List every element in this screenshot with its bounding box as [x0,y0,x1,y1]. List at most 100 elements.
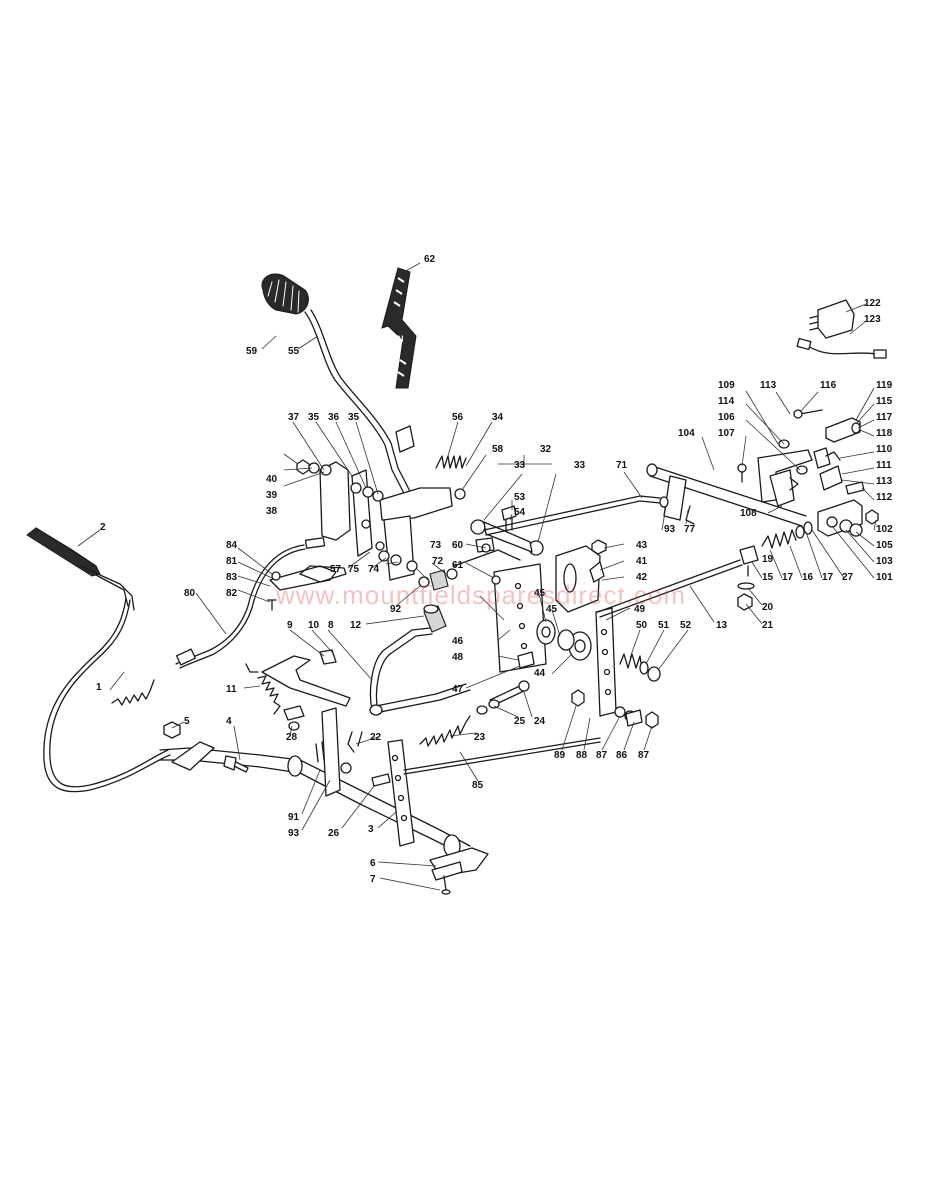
callout-117: 117 [876,412,893,423]
callout-105: 105 [876,540,893,551]
rod-8 [369,627,471,716]
callout-88: 88 [576,750,588,761]
callout-45b: 45 [546,604,558,615]
callout-21: 21 [762,620,774,631]
cross-shaft [159,741,489,881]
callout-119: 119 [876,380,893,391]
vertical-bar-49 [595,607,617,717]
bracket-106 [737,439,813,507]
rod-85 [403,715,601,775]
callout-46: 46 [452,636,464,647]
callout-57: 57 [330,564,342,575]
pulleys [536,619,592,661]
callout-28: 28 [286,732,298,743]
svg-text:N: N [397,334,404,344]
callout-123: 123 [864,314,881,325]
central-plate [453,537,547,673]
callout-39: 39 [266,490,278,501]
callout-108: 108 [740,508,757,519]
callout-58: 58 [492,444,504,455]
shaft-104 [646,463,807,527]
callout-114: 114 [718,396,735,407]
callout-110: 110 [876,444,893,455]
rod-13 [597,559,743,618]
callout-9: 9 [287,620,293,631]
callout-84: 84 [226,540,238,551]
callout-17b: 17 [822,572,834,583]
callout-118: 118 [876,428,893,439]
callout-6: 6 [370,858,376,869]
callout-103: 103 [876,556,893,567]
callout-62: 62 [424,254,436,265]
callout-116: 116 [820,380,837,391]
ball-joint [737,521,813,611]
gear-lever [261,273,417,506]
callout-26: 26 [328,828,340,839]
callout-11: 11 [226,684,237,695]
callout-5: 5 [184,716,190,727]
spring-50 [619,653,661,682]
callout-33a: 33 [514,460,526,471]
washers-38-40 [296,459,332,476]
callout-61: 61 [452,560,464,571]
callout-45a: 45 [534,588,546,599]
callout-71: 71 [616,460,628,471]
callout-48: 48 [452,652,464,663]
callout-81: 81 [226,556,238,567]
callout-73: 73 [430,540,442,551]
callout-107: 107 [718,428,735,439]
callout-80: 80 [184,588,196,599]
callout-37: 37 [288,412,300,423]
callout-122: 122 [864,298,881,309]
callout-13: 13 [716,620,728,631]
bushings-33 [470,505,544,556]
cam-plate [555,539,607,613]
callout-42: 42 [636,572,648,583]
callout-82: 82 [226,588,238,599]
callout-33b: 33 [574,460,586,471]
callout-38: 38 [266,506,278,517]
callout-8: 8 [328,620,334,631]
callout-106: 106 [718,412,735,423]
callout-102: 102 [876,524,893,535]
callout-35a: 35 [308,412,320,423]
callout-34: 34 [492,412,504,423]
spring-12 [423,604,447,633]
callout-75: 75 [348,564,360,575]
callout-12: 12 [350,620,362,631]
callout-3: 3 [368,824,374,835]
washers-35-36 [350,482,384,502]
rod-71 [483,495,661,536]
callout-15: 15 [762,572,774,583]
callout-77: 77 [684,524,696,535]
callout-10: 10 [308,620,320,631]
callout-87b: 87 [638,750,650,761]
bolt-7 [441,875,451,895]
bracket-84 [267,565,337,611]
callout-51: 51 [658,620,670,631]
callout-53: 53 [514,492,526,503]
callout-113a: 113 [760,380,777,391]
callout-109: 109 [718,380,735,391]
callout-4: 4 [226,716,232,727]
callout-93b: 93 [664,524,676,535]
linkage-plate [245,649,351,731]
callout-115: 115 [876,396,893,407]
callout-92: 92 [390,604,402,615]
callout-24: 24 [534,716,546,727]
callout-89: 89 [554,750,566,761]
parts-drawing: N [26,267,887,895]
springs-left [111,675,281,715]
callout-54: 54 [514,507,526,518]
callout-32: 32 [540,444,552,455]
small-bushings [378,488,501,591]
callout-60: 60 [452,540,464,551]
callout-40: 40 [266,474,278,485]
cable-80 [175,537,326,669]
callout-56: 56 [452,412,464,423]
shaft-arms [315,707,415,847]
callout-2: 2 [100,522,106,533]
safety-switch [796,299,887,359]
callout-19: 19 [762,554,774,565]
